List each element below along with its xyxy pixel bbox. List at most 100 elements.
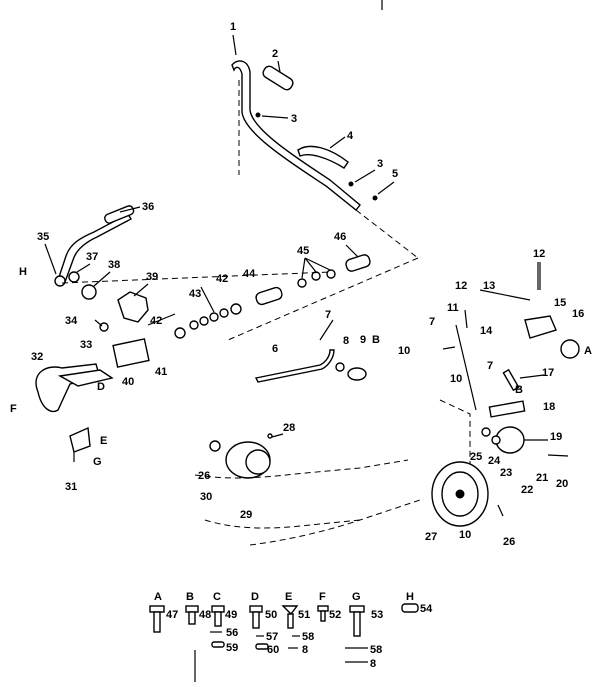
washer-42b — [230, 303, 242, 315]
legend-part-number: 60 — [267, 644, 279, 656]
callout: 27 — [425, 531, 437, 543]
bolt-f-shank — [320, 610, 326, 622]
washer-42a — [174, 327, 186, 339]
callout: B — [372, 334, 380, 346]
nut-8 — [335, 362, 345, 372]
legend-part-number: 58 — [302, 631, 314, 643]
callout: 37 — [86, 251, 98, 263]
shift-arm-11 — [455, 324, 477, 411]
callout: D — [97, 381, 105, 393]
bracket-15 — [524, 315, 557, 339]
screw-3b — [348, 181, 354, 187]
callout: 30 — [200, 491, 212, 503]
legend-part-number: 54 — [420, 603, 433, 615]
callout: 25 — [470, 451, 482, 463]
handle-grip — [262, 65, 294, 91]
callout: 28 — [283, 422, 295, 434]
bolt-10 — [497, 504, 504, 517]
mower-deck-outline — [194, 399, 471, 546]
callout: 6 — [272, 343, 278, 355]
bolt-c-shank — [214, 611, 222, 627]
bracket-40 — [57, 369, 114, 387]
bolt-f-head — [317, 605, 329, 612]
bolt-e-head — [281, 605, 299, 616]
screw-28 — [267, 433, 273, 439]
washer-43c — [209, 312, 219, 322]
callout: 32 — [31, 351, 43, 363]
washer-45b — [311, 271, 321, 281]
callout: 36 — [142, 201, 154, 213]
callout-labels: 1 2 3 4 3 5 36 35 37 38 39 12 12 13 15 1… — [10, 21, 592, 548]
bracket-e — [69, 426, 91, 453]
screw-5 — [372, 195, 378, 201]
pulley-27 — [431, 461, 504, 527]
callout: 42 — [150, 315, 162, 327]
callout: G — [93, 456, 102, 468]
callout: 19 — [550, 431, 562, 443]
callout: 43 — [189, 288, 201, 300]
callout: 16 — [572, 308, 584, 320]
spacer-38 — [81, 284, 97, 300]
deck-edge — [249, 499, 421, 546]
callout: 24 — [488, 455, 501, 467]
right-linkage — [335, 262, 580, 457]
spring-17 — [502, 368, 520, 392]
bolt-b-head — [185, 605, 199, 613]
deck-edge — [194, 459, 409, 479]
callout: 21 — [536, 472, 548, 484]
handle-rod — [231, 60, 361, 211]
bolt-7 — [442, 346, 456, 350]
callout: F — [10, 403, 17, 415]
lever-pivot — [54, 275, 66, 287]
callout: 26 — [198, 470, 210, 482]
callout: 1 — [230, 21, 236, 33]
washer-37 — [68, 271, 80, 283]
callout: 45 — [297, 245, 309, 257]
pulley-hub — [455, 489, 465, 499]
washer-43b — [199, 316, 209, 326]
legend-part-number: 59 — [226, 642, 238, 654]
callout: 20 — [556, 478, 568, 490]
shift-lever — [57, 213, 132, 283]
plate-18 — [488, 400, 526, 418]
callout: 15 — [554, 297, 566, 309]
legend-part-number: 8 — [370, 658, 376, 670]
callout: 29 — [240, 509, 252, 521]
shift-rod-6 — [254, 349, 335, 383]
legend-key: F — [319, 591, 326, 603]
callout: H — [19, 266, 27, 278]
callout: 11 — [447, 302, 459, 314]
callout: 4 — [347, 130, 354, 142]
legend-part-number: 57 — [266, 631, 278, 643]
callout: 12 — [533, 248, 545, 260]
callout: E — [100, 435, 107, 447]
shaft-stack — [117, 254, 371, 339]
bolt-d-shank — [252, 611, 260, 629]
callout: 17 — [542, 367, 554, 379]
guide-line — [355, 209, 419, 259]
bolt-12 — [464, 309, 468, 329]
spacer-44 — [255, 286, 283, 306]
bolt-d-head — [249, 605, 263, 613]
bolt-e-shank — [287, 613, 294, 629]
legend-part-number: 56 — [226, 627, 238, 639]
legend-key: B — [186, 591, 194, 603]
legend-part-number: 53 — [371, 609, 383, 621]
legend-key: D — [251, 591, 259, 603]
bolt-20 — [547, 454, 569, 457]
legend-key: A — [154, 591, 162, 603]
callout: 8 — [343, 335, 349, 347]
spring-13 — [479, 289, 531, 301]
callout: A — [584, 345, 592, 357]
bolt-g-shank — [353, 611, 361, 637]
deck-edge — [439, 399, 471, 470]
pin-59 — [211, 641, 225, 648]
left-drive-assembly — [35, 322, 150, 462]
pin-h — [401, 603, 419, 613]
callout: 35 — [37, 231, 49, 243]
washer-43d — [219, 308, 229, 318]
washer-43a — [189, 320, 199, 330]
guide-line — [227, 257, 419, 341]
callout: 10 — [398, 345, 410, 357]
